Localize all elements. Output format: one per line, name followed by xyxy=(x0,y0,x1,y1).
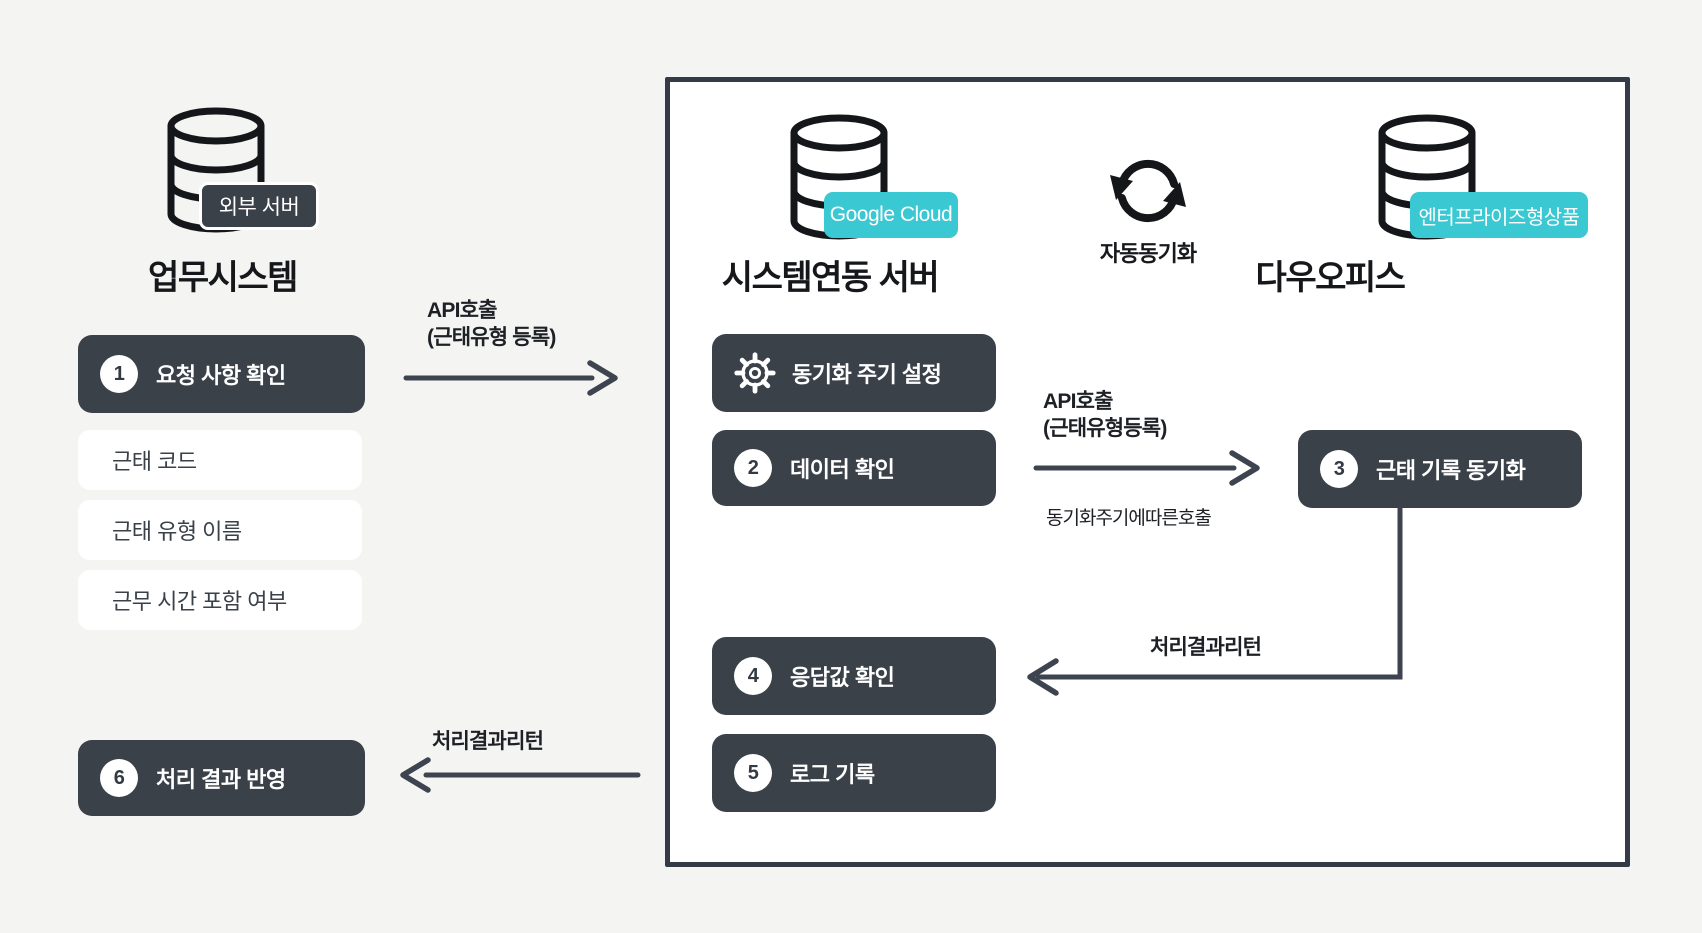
step-3-number: 3 xyxy=(1320,450,1358,488)
api-call-label-left: API호출 (근태유형 등록) xyxy=(427,297,556,351)
step-1-label: 요청 사항 확인 xyxy=(156,363,286,388)
enterprise-product-badge-label: 엔터프라이즈형상품 xyxy=(1418,206,1580,229)
step-6-number: 6 xyxy=(100,759,138,797)
arrow-step2-to-step3 xyxy=(1033,450,1260,486)
step-1-number: 1 xyxy=(100,355,138,393)
sync-setting-card: 동기화 주기 설정 xyxy=(712,334,996,412)
enterprise-product-badge: 엔터프라이즈형상품 xyxy=(1410,192,1588,238)
api-call-line1: API호출 xyxy=(1043,390,1113,413)
dawoffice-title: 다우오피스 xyxy=(1255,259,1406,297)
google-cloud-badge: Google Cloud xyxy=(824,192,958,238)
step-4-label: 응답값 확인 xyxy=(790,665,895,690)
step-5-number: 5 xyxy=(734,754,772,792)
gear-icon xyxy=(734,352,776,394)
step-5-label: 로그 기록 xyxy=(790,762,875,787)
api-call-line2: (근태유형 등록) xyxy=(427,326,556,349)
external-server-badge-label: 외부 서버 xyxy=(218,196,300,219)
field-label: 근무 시간 포함 여부 xyxy=(112,589,287,614)
arrow-step3-to-step4 xyxy=(1027,508,1403,696)
step-2-card: 2 데이터 확인 xyxy=(712,430,996,506)
sync-server-title: 시스템연동 서버 xyxy=(721,259,940,297)
sync-setting-label: 동기화 주기 설정 xyxy=(792,362,942,387)
auto-sync-label: 자동동기화 xyxy=(1099,241,1197,266)
step-3-card: 3 근태 기록 동기화 xyxy=(1298,430,1582,508)
api-call-line1: API호출 xyxy=(427,299,497,322)
external-server-badge: 외부 서버 xyxy=(199,182,319,230)
step-5-card: 5 로그 기록 xyxy=(712,734,996,812)
field-work-time-included: 근무 시간 포함 여부 xyxy=(78,570,362,630)
field-label: 근태 코드 xyxy=(112,449,197,474)
api-call-label-middle: API호출 (근태유형등록) xyxy=(1043,388,1167,442)
sync-cycle-call-label: 동기화주기에따른호출 xyxy=(1046,508,1212,529)
step-6-label: 처리 결과 반영 xyxy=(156,767,286,792)
arrow-step1-to-box xyxy=(403,360,618,396)
step-4-number: 4 xyxy=(734,657,772,695)
google-cloud-badge-label: Google Cloud xyxy=(829,203,953,226)
field-attendance-code: 근태 코드 xyxy=(78,430,362,490)
step-2-label: 데이터 확인 xyxy=(790,457,895,482)
field-attendance-type-name: 근태 유형 이름 xyxy=(78,500,362,560)
field-label: 근태 유형 이름 xyxy=(112,519,242,544)
sync-arrows-icon xyxy=(1110,159,1186,223)
step-2-number: 2 xyxy=(734,449,772,487)
step-3-label: 근태 기록 동기화 xyxy=(1376,458,1526,483)
step-1-card: 1 요청 사항 확인 xyxy=(78,335,365,413)
external-system-title: 업무시스템 xyxy=(148,259,298,297)
step-6-card: 6 처리 결과 반영 xyxy=(78,740,365,816)
api-call-line2: (근태유형등록) xyxy=(1043,417,1167,440)
result-return-label-inner: 처리결과리턴 xyxy=(1150,636,1262,659)
arrow-box-to-step6 xyxy=(400,757,641,793)
result-return-label-outer: 처리결과리턴 xyxy=(432,730,544,753)
step-4-card: 4 응답값 확인 xyxy=(712,637,996,715)
